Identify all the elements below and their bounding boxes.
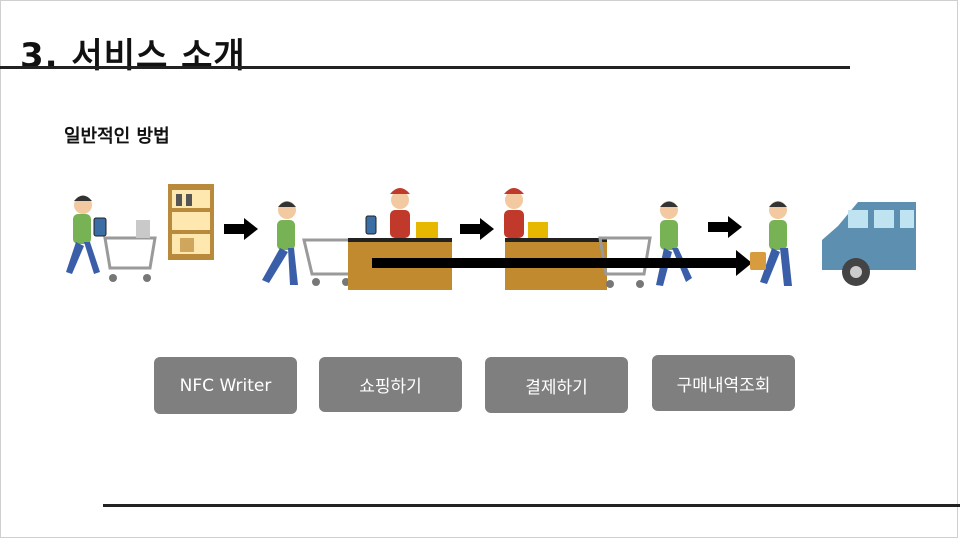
cart-icon [103, 220, 157, 282]
arrow-icon [372, 250, 752, 276]
shopping-process-illustration [66, 184, 916, 290]
checkout-counter-icon [504, 188, 652, 290]
person-with-tablet-icon [66, 195, 107, 274]
person-with-bag-icon [750, 201, 792, 286]
walking-person-icon [262, 201, 298, 285]
nfc-writer-button[interactable]: NFC Writer [154, 357, 297, 414]
slide-title: 3. 서비스 소개 [20, 36, 246, 76]
walking-person-icon [656, 201, 692, 286]
section-subtitle: 일반적인 방법 [64, 126, 170, 147]
arrow-icon [708, 216, 742, 238]
shelf-icon [168, 184, 214, 260]
checkout-counter-icon [348, 188, 452, 290]
purchase-history-button[interactable]: 구매내역조회 [652, 355, 795, 411]
title-underline [0, 66, 850, 69]
car-icon [822, 202, 916, 286]
arrow-icon [460, 218, 494, 240]
payment-button[interactable]: 결제하기 [485, 357, 628, 413]
bottom-divider [103, 504, 960, 507]
arrow-icon [224, 218, 258, 240]
shopping-button[interactable]: 쇼핑하기 [319, 357, 462, 412]
